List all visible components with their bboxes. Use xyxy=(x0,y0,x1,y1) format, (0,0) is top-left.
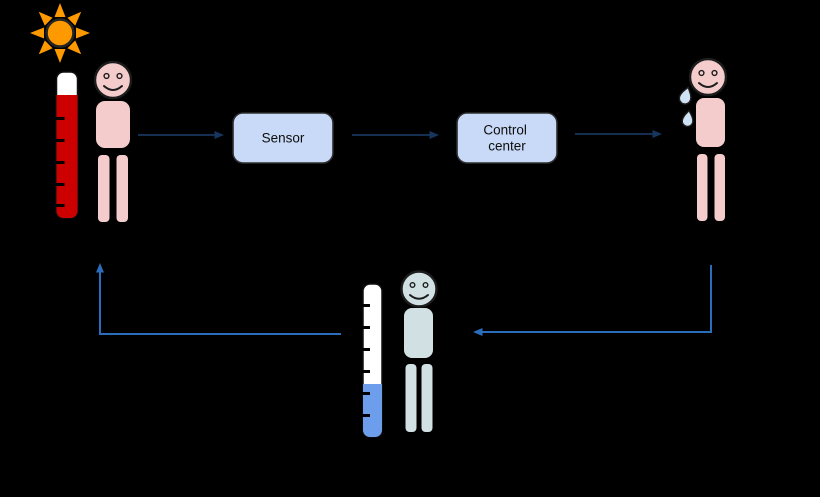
sweating-person-leg xyxy=(714,154,725,221)
smile-icon xyxy=(698,82,718,88)
eye-icon xyxy=(116,72,123,80)
sensor-box-shape xyxy=(232,112,334,164)
sweat-drops-icon xyxy=(678,86,694,128)
thermometer-low-icon xyxy=(362,283,383,438)
sensor-box-label: Sensor xyxy=(262,131,305,146)
eye-icon xyxy=(698,69,705,77)
sweating-person-leg xyxy=(697,154,708,221)
eye-icon xyxy=(422,282,429,289)
hot-person-body xyxy=(96,101,130,148)
eye-icon xyxy=(409,282,416,289)
cool-person-head xyxy=(400,270,438,308)
thermometer-high-fill xyxy=(56,95,78,218)
control-center-box: Control center xyxy=(456,112,558,164)
hot-person-leg xyxy=(116,155,128,222)
control-center-line-1: Control xyxy=(483,123,527,138)
cool-person-body xyxy=(404,308,433,358)
smile-icon xyxy=(103,85,123,91)
thermometer-high-ticks xyxy=(55,117,65,207)
sweating-person-body xyxy=(696,98,725,147)
sun-core xyxy=(45,18,75,48)
sweating-person-icon xyxy=(688,57,728,221)
thermometer-low-ticks xyxy=(362,304,370,417)
control-center-box-label: Control center xyxy=(483,123,530,154)
smile-icon xyxy=(409,294,429,300)
arrow-person-to-cool-person xyxy=(473,265,712,336)
hot-person-leg xyxy=(98,155,110,222)
hot-person-head xyxy=(93,60,133,100)
eye-icon xyxy=(103,72,110,80)
control-center-line-2: center xyxy=(488,139,526,154)
control-center-box-shape xyxy=(456,112,558,164)
cool-person-leg xyxy=(405,364,417,432)
cool-person-icon xyxy=(400,270,438,432)
thermometer-low-fill xyxy=(363,384,382,437)
sweat-drop-icon xyxy=(678,86,692,105)
sensor-box: Sensor xyxy=(232,112,334,164)
sun-rays xyxy=(30,3,90,63)
sweating-person-head xyxy=(688,57,728,97)
arrow-return-to-start xyxy=(96,263,341,335)
sun-icon xyxy=(30,3,90,63)
thermometer-high-icon xyxy=(55,71,79,219)
cool-person-leg xyxy=(421,364,433,432)
sweat-drop-icon xyxy=(681,109,694,128)
eye-icon xyxy=(711,69,718,77)
hot-person-icon xyxy=(93,60,133,222)
